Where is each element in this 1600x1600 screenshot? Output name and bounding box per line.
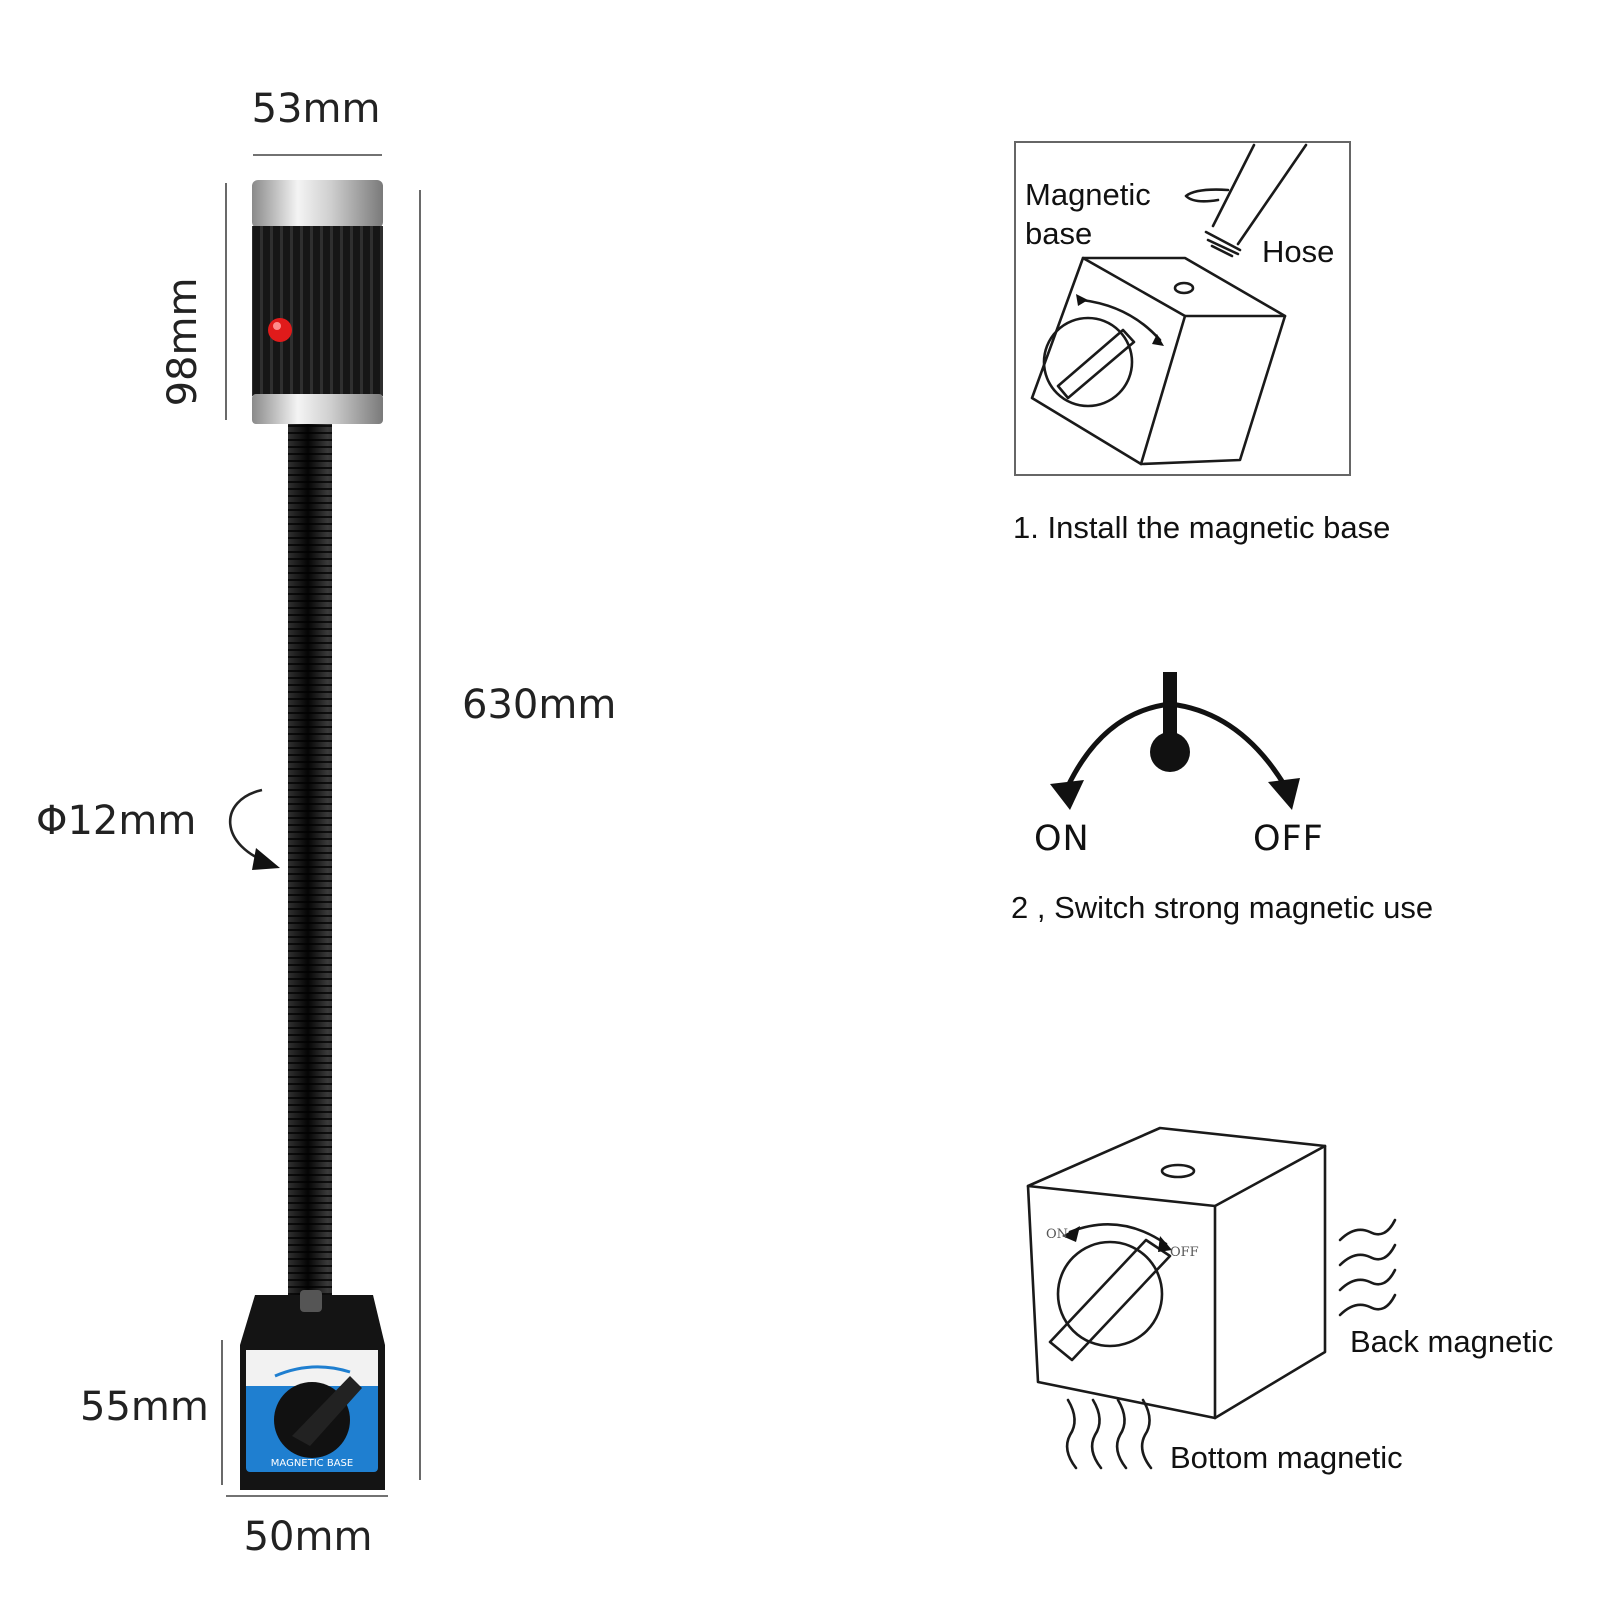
step3-back-label: Back magnetic: [1350, 1324, 1553, 1359]
indicator-light: [268, 318, 292, 342]
product-photo: MAGNETIC BASE 53mm 98mm 630mm Φ12mm 55mm…: [36, 86, 616, 1560]
step1-panel: Magnetic base Hose: [1014, 141, 1351, 476]
dim-hose-diameter: Φ12mm: [36, 798, 196, 844]
switch-on-label: ON: [1034, 819, 1090, 859]
step1-label-base: base: [1025, 216, 1092, 251]
dim-base-width: 50mm: [244, 1514, 373, 1560]
dim-base-height: 55mm: [80, 1384, 209, 1430]
gooseneck-hose: [288, 420, 332, 1300]
light-head: [252, 180, 383, 424]
step3-dial-off: OFF: [1170, 1245, 1199, 1260]
dim-head-width: 53mm: [252, 86, 381, 132]
step1-label-hose: Hose: [1262, 234, 1334, 269]
step3-dial-on: ON: [1046, 1227, 1068, 1242]
switch-off-label: OFF: [1253, 819, 1324, 859]
magnetic-base: MAGNETIC BASE: [240, 1290, 385, 1490]
step3-cube-diagram: ON OFF Back magnetic Bottom magnetic: [1026, 1126, 1553, 1475]
step3-bottom-label: Bottom magnetic: [1170, 1440, 1403, 1475]
step1-caption: 1. Install the magnetic base: [1013, 510, 1390, 545]
step2-switch-diagram: ON OFF: [1034, 672, 1324, 859]
step1-label-magnetic: Magnetic: [1025, 177, 1151, 212]
step2-caption: 2 , Switch strong magnetic use: [1011, 890, 1433, 925]
dim-total-length: 630mm: [462, 682, 616, 728]
dim-head-height: 98mm: [160, 278, 206, 407]
rotate-arrow-icon: [228, 788, 273, 866]
base-panel-text: MAGNETIC BASE: [271, 1458, 353, 1469]
